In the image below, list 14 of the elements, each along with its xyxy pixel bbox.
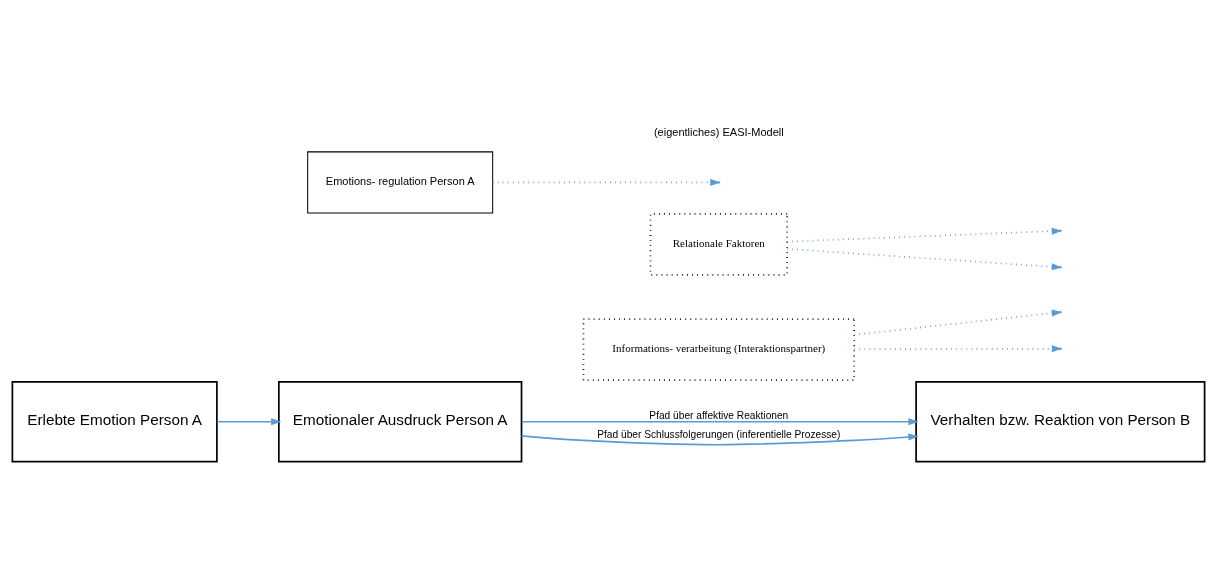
node-box: Emotionaler Ausdruck Person A: [278, 381, 523, 463]
arrow: [520, 433, 919, 446]
node-box: Emotions- regulation Person A: [307, 151, 494, 214]
edge-label: Pfad über Schlussfolgerungen (inferentielle Prozesse): [597, 428, 841, 440]
node-box: Relationale Faktoren: [649, 213, 788, 276]
arrow: [853, 345, 1062, 353]
label: (eigentliches) EASI-Modell: [653, 126, 784, 139]
node-box: Erlebte Emotion Person A: [11, 381, 218, 463]
arrow: [853, 309, 1062, 336]
arrow: [216, 418, 282, 426]
node-box: Informations- verarbeitung (Interaktionspartner): [582, 318, 855, 381]
arrow: [520, 418, 919, 426]
node-box: Verhalten bzw. Reaktion von Person B: [915, 381, 1206, 463]
edge-label: Pfad über affektive Reaktionen: [649, 409, 789, 421]
